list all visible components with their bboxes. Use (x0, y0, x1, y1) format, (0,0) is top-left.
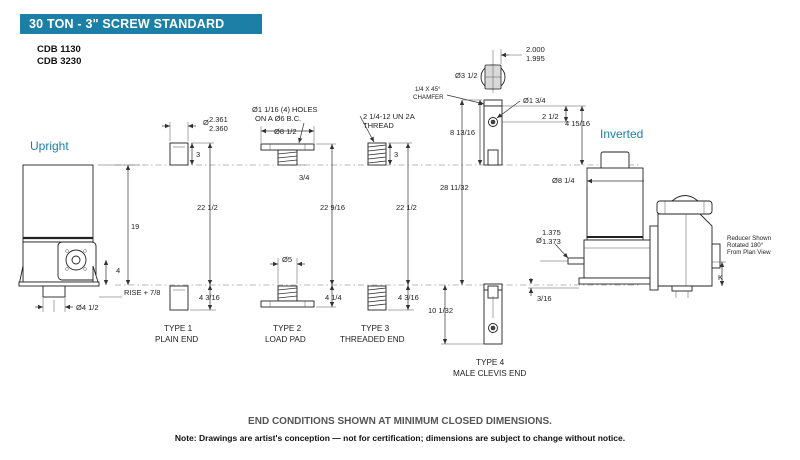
upright-actuator: 19 4 RISE + 7/8 Ø4 1/2 (18, 164, 160, 312)
inverted-label: Inverted (600, 127, 644, 141)
model-number-2: CDB 3230 (37, 56, 82, 67)
caption-type1-name: TYPE 1 (164, 324, 193, 333)
type4-male-clevis: 2.000 1.995 Ø3 1/2 1/4 X 45° CHAMFER Ø1 … (413, 45, 590, 378)
dim-type2-pad: Ø8 1/2 (274, 127, 297, 136)
caption-type2-name: TYPE 2 (273, 324, 302, 333)
type1-bottom-view (169, 285, 189, 311)
upright-screw-stub (42, 285, 66, 298)
caption-type4-desc: MALE CLEVIS END (453, 369, 526, 378)
caption-type3-desc: THREADED END (340, 335, 405, 344)
dim-type2-bottom: 4 1/4 (325, 293, 342, 302)
dim-type4-end: Ø3 1/2 (455, 71, 478, 80)
inverted-input-shaft (567, 257, 585, 265)
note-type4-chamfer: 1/4 X 45° (415, 86, 441, 93)
dim-inverted-3-16: 3/16 (537, 294, 552, 303)
upright-label: Upright (30, 139, 69, 153)
type2-load-pad: Ø1 1/16 (4) HOLES ON A Ø6 B.C. Ø8 1/2 3/… (252, 105, 345, 344)
dim-inverted-k: K (718, 273, 723, 282)
dim-type3-bottom: 4 3/16 (398, 293, 419, 302)
dim-inverted-shaft-min: 1.373 (542, 237, 561, 246)
type1-plain-end: Ø 2.361 2.360 3 22 1/2 4 3/16 TYPE 1 PLA… (155, 115, 228, 344)
footer-disclaimer: Note: Drawings are artist's conception —… (174, 433, 626, 443)
model-number-1: CDB 1130 (37, 44, 81, 55)
footer-note-closed-dimensions: END CONDITIONS SHOWN AT MINIMUM CLOSED D… (248, 416, 552, 427)
dim-upright-height: 19 (131, 222, 139, 231)
inverted-actuator: Ø8 1/4 Ø 1.375 1.373 3/16 K Reducer Show… (528, 151, 772, 303)
inverted-gear-housing (583, 239, 653, 279)
upright-base-plate (18, 281, 100, 287)
inverted-motor-cap (600, 151, 630, 171)
caption-type3-name: TYPE 3 (361, 324, 390, 333)
dim-upright-rise: RISE + 7/8 (124, 288, 160, 297)
inverted-base-plate (578, 277, 658, 285)
dim-type4-8-13-16: 8 13/16 (450, 128, 475, 137)
dim-type1-bottom: 4 3/16 (199, 293, 220, 302)
dim-upright-4: 4 (116, 266, 120, 275)
note-reducer-line-3: From Plan View (727, 249, 771, 256)
type2-pad-top (260, 143, 315, 151)
note-type2-holes: Ø1 1/16 (4) HOLES (252, 105, 317, 114)
dim-type4-4-15-16: 4 15/16 (565, 119, 590, 128)
dim-type2-height: 22 9/16 (320, 203, 345, 212)
dim-type1-height: 22 1/2 (197, 203, 218, 212)
caption-type1-desc: PLAIN END (155, 335, 198, 344)
dim-type3-3: 3 (394, 150, 398, 159)
note-type4-chamfer-label: CHAMFER (413, 94, 444, 101)
caption-type2-desc: LOAD PAD (265, 335, 306, 344)
dim-type4-2-1-2: 2 1/2 (542, 112, 559, 121)
note-reducer-line-1: Reducer Shown (727, 235, 772, 242)
note-type3-label: THREAD (363, 121, 394, 130)
dim-type1-dia-min: 2.360 (209, 124, 228, 133)
dim-type4-bottom: 10 1/32 (428, 306, 453, 315)
type2-pad-bottom (260, 300, 315, 308)
dim-inverted-shaft-max: 1.375 (542, 228, 561, 237)
dim-type1-symbol: Ø (203, 118, 209, 127)
note-reducer-line-2: Rotated 180° (727, 242, 764, 249)
dim-type4-height: 28 11/32 (440, 183, 469, 192)
dim-type3-height: 22 1/2 (396, 203, 417, 212)
type3-threaded-end: 2 1/4-12 UN 2A THREAD 3 22 1/2 4 3/16 TY… (340, 112, 419, 344)
note-type3-thread: 2 1/4-12 UN 2A (363, 112, 415, 121)
type1-top-view (169, 142, 189, 166)
inverted-reducer-housing (657, 213, 713, 287)
type4-clevis-shoulder (483, 99, 503, 107)
caption-type4-name: TYPE 4 (476, 358, 505, 367)
title-bar: 30 TON - 3" SCREW STANDARD (20, 14, 262, 34)
dim-type4-width-max: 2.000 (526, 45, 545, 54)
dim-type4-pin: Ø1 3/4 (523, 96, 546, 105)
dim-upright-base: Ø4 1/2 (76, 303, 99, 312)
dim-type1-dia-max: 2.361 (209, 115, 228, 124)
dim-inverted-symbol: Ø (536, 236, 542, 245)
dim-inverted-motor: Ø8 1/4 (552, 176, 575, 185)
dim-type2-3-4: 3/4 (299, 173, 309, 182)
inverted-motor (586, 167, 644, 241)
dim-type2-5: Ø5 (282, 255, 292, 264)
dim-type4-width-min: 1.995 (526, 54, 545, 63)
note-type2-bc: ON A Ø6 B.C. (255, 114, 301, 123)
dim-type1-3: 3 (196, 150, 200, 159)
upright-motor (22, 164, 94, 243)
